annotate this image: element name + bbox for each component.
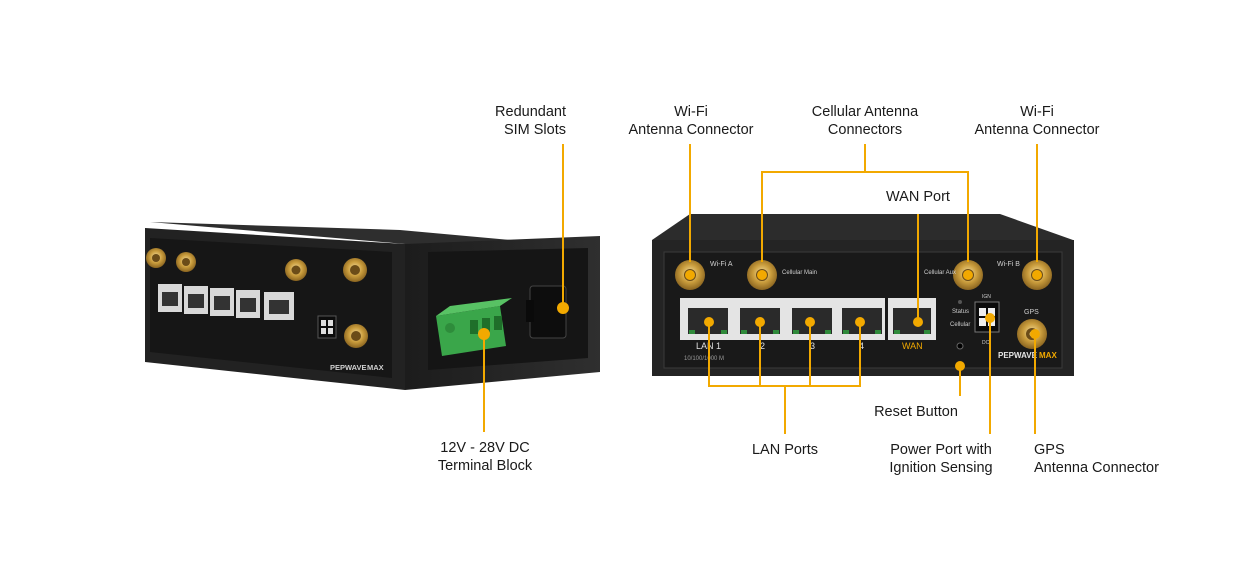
callout-lan-ports: LAN Ports: [751, 442, 819, 458]
print-wifi-b: Wi-Fi B: [997, 261, 1020, 268]
print-speed: 10/100/1000 M: [684, 356, 724, 362]
print-lan2: 2: [760, 341, 765, 351]
print-cellular-main: Cellular Main: [782, 270, 817, 276]
callout-wan-port: WAN Port: [886, 189, 950, 205]
power-port: [974, 301, 1000, 333]
callout-wifi-a: Wi-Fi Antenna Connector: [628, 104, 754, 138]
print-lan4: 4: [859, 341, 864, 351]
router-front-view: Status Cellular Wi-Fi A Cellular Main Ce…: [652, 214, 1074, 376]
callout-dots: [478, 270, 1042, 371]
brand-name: PEPWAVE: [998, 351, 1038, 360]
router-side-view: PEPWAVE MAX: [145, 222, 600, 390]
print-cellular-aux: Cellular Aux: [924, 270, 956, 276]
print-ign: IGN: [982, 294, 991, 300]
callout-lines: [483, 144, 1038, 434]
callout-terminal-block: 12V - 28V DC Terminal Block: [437, 440, 533, 474]
callout-power-port: Power Port with Ignition Sensing: [889, 442, 993, 476]
callout-redundant-sim-slots: Redundant SIM Slots: [495, 104, 566, 138]
left-lan-ports: [158, 284, 294, 320]
led-label-status: Status: [952, 309, 969, 315]
led-label-cellular: Cellular: [950, 322, 970, 328]
print-wan: WAN: [902, 341, 923, 351]
callout-reset-button: Reset Button: [874, 404, 958, 420]
svg-text:PEPWAVE: PEPWAVE: [330, 363, 367, 372]
print-dc: DC: [982, 340, 990, 346]
print-lan3: 3: [810, 341, 815, 351]
svg-text:MAX: MAX: [367, 363, 384, 372]
terminal-block: [436, 298, 512, 356]
callout-gps-antenna: GPS Antenna Connector: [1034, 442, 1159, 476]
callout-cellular-antenna: Cellular Antenna Connectors: [811, 104, 919, 138]
print-wifi-a: Wi-Fi A: [710, 261, 733, 268]
callout-wifi-b: Wi-Fi Antenna Connector: [974, 104, 1100, 138]
print-gps: GPS: [1024, 309, 1039, 316]
reset-button: [956, 342, 964, 350]
brand-suffix: MAX: [1039, 351, 1057, 360]
